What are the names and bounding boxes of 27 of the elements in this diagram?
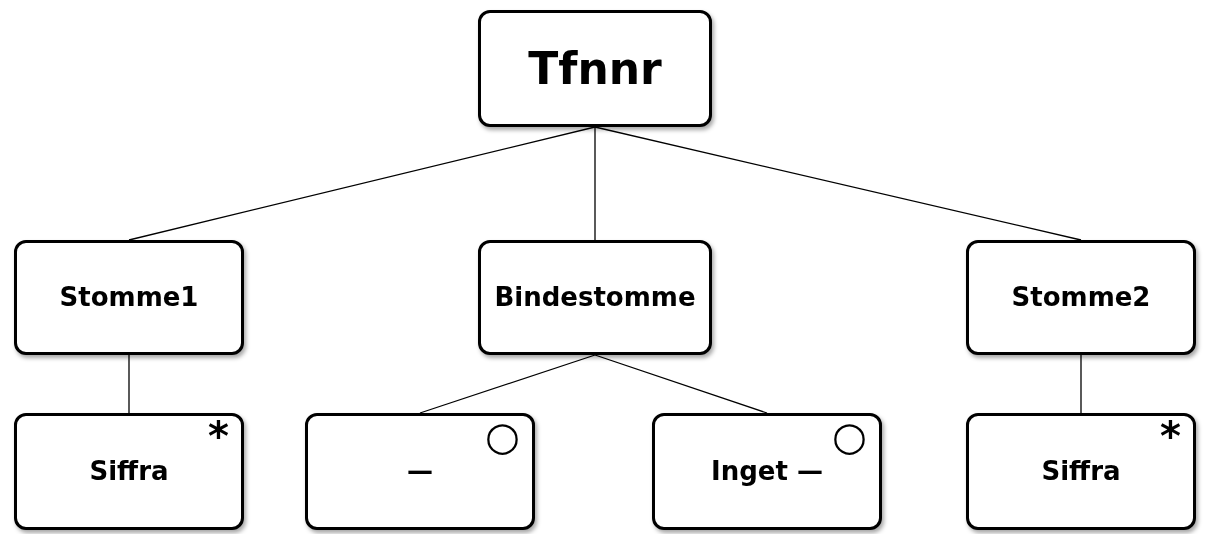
connector-line [594,126,596,241]
box-label: Stomme1 [59,281,199,314]
structure-box [652,413,882,530]
box-label: Tfnnr [528,41,662,96]
box-label: Siffra [89,455,169,488]
box-label: — [407,455,433,488]
connector-line [594,126,1082,241]
structure-box [14,413,244,530]
structure-box [966,413,1196,530]
structure-box [966,240,1196,355]
box-label: Stomme2 [1011,281,1151,314]
structure-box [14,240,244,355]
box-label: Bindestomme [494,281,696,314]
structure-box [478,10,712,127]
structure-box [305,413,535,530]
structure-mark: ○ [832,416,867,456]
connector-line [1080,354,1082,414]
connector-line [128,354,130,414]
box-label: Inget — [711,455,823,488]
structure-mark: * [208,416,229,456]
structure-mark: * [1160,416,1181,456]
connector-line [128,126,596,241]
connector-line [594,354,768,414]
box-label: Siffra [1041,455,1121,488]
connector-line [419,354,596,414]
structure-box [478,240,712,355]
structure-mark: ○ [485,416,520,456]
